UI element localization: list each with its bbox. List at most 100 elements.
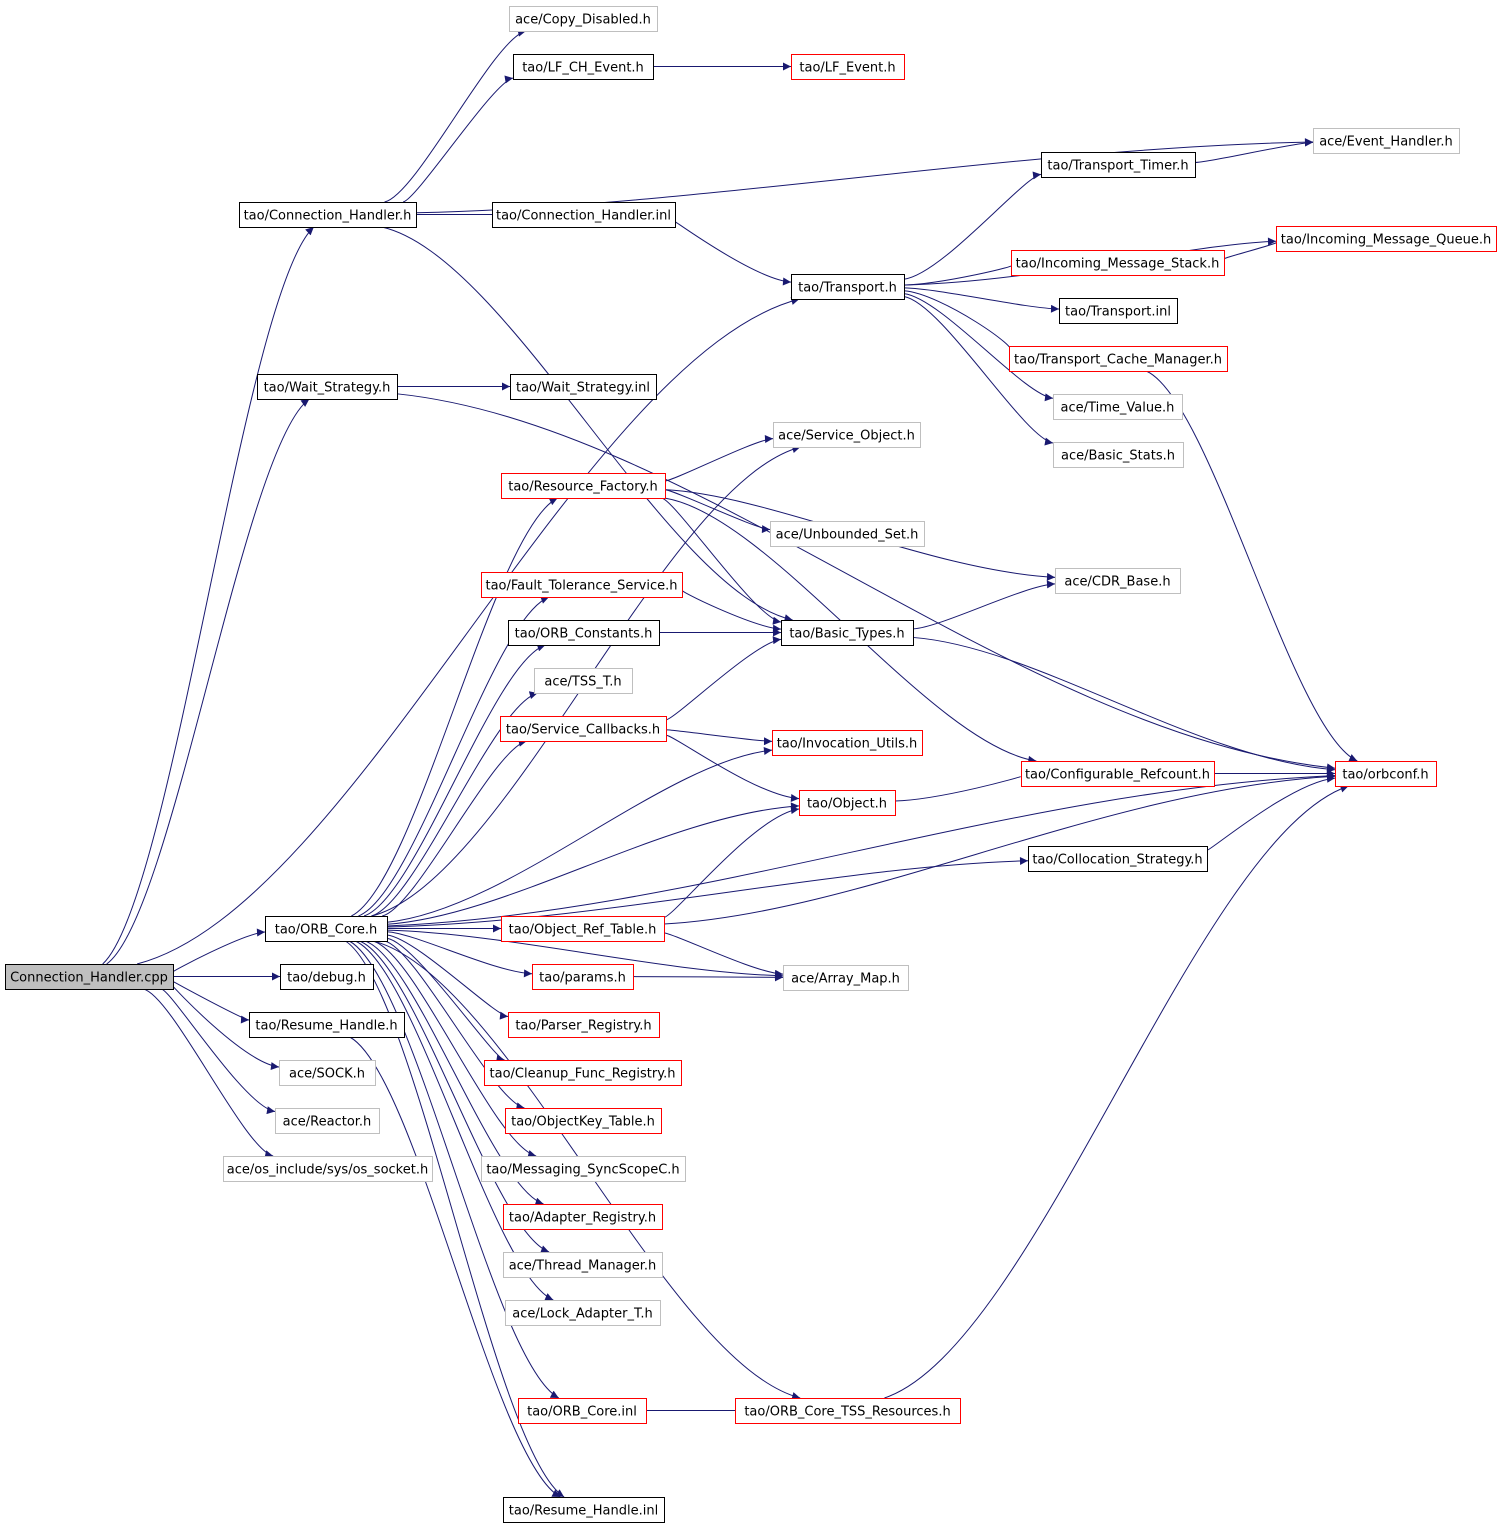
node-conn-handler-inl[interactable]: tao/Connection_Handler.inl <box>492 202 676 228</box>
node-label: tao/Invocation_Utils.h <box>777 737 918 752</box>
edge-orb_core_h-to-orbconf <box>386 771 1336 927</box>
node-resource-factory[interactable]: tao/Resource_Factory.h <box>501 473 666 499</box>
node-sock-h[interactable]: ace/SOCK.h <box>279 1060 376 1086</box>
node-box <box>1053 394 1183 420</box>
node-params-h[interactable]: tao/params.h <box>532 964 634 990</box>
node-basic-types[interactable]: tao/Basic_Types.h <box>781 620 914 646</box>
node-wait-strategy-h[interactable]: tao/Wait_Strategy.h <box>257 374 398 400</box>
node-label: tao/Connection_Handler.inl <box>496 209 671 224</box>
node-tss-t[interactable]: ace/TSS_T.h <box>534 668 633 694</box>
edge-orb_core_h-to-cleanup_func <box>386 937 505 1063</box>
node-label: ace/SOCK.h <box>289 1067 365 1082</box>
node-lock-adapter[interactable]: ace/Lock_Adapter_T.h <box>505 1300 661 1326</box>
node-cdr-base[interactable]: ace/CDR_Base.h <box>1055 568 1181 594</box>
node-box <box>1313 128 1460 154</box>
node-resume-handle-inl[interactable]: tao/Resume_Handle.inl <box>503 1497 665 1523</box>
node-box <box>505 1300 661 1326</box>
node-lf-ch-event[interactable]: tao/LF_CH_Event.h <box>513 54 654 80</box>
node-conn-handler-h[interactable]: tao/Connection_Handler.h <box>239 202 417 228</box>
node-label: tao/ORB_Core_TSS_Resources.h <box>744 1405 950 1420</box>
node-invocation-utils[interactable]: tao/Invocation_Utils.h <box>772 730 923 756</box>
node-object-h[interactable]: tao/Object.h <box>799 790 896 816</box>
node-label: tao/debug.h <box>287 971 366 986</box>
node-fault-tolerance[interactable]: tao/Fault_Tolerance_Service.h <box>481 572 683 598</box>
node-transport-inl[interactable]: tao/Transport.inl <box>1059 298 1178 324</box>
node-adapter-registry[interactable]: tao/Adapter_Registry.h <box>503 1204 663 1230</box>
node-label: tao/LF_CH_Event.h <box>522 61 644 76</box>
node-configurable-refcount[interactable]: tao/Configurable_Refcount.h <box>1021 761 1215 787</box>
node-orb-constants[interactable]: tao/ORB_Constants.h <box>508 620 660 646</box>
node-array-map[interactable]: ace/Array_Map.h <box>783 965 909 991</box>
node-box <box>773 422 921 448</box>
edge-transport_h-to-basic_stats <box>903 296 1054 446</box>
node-lf-event[interactable]: tao/LF_Event.h <box>791 54 905 80</box>
node-box <box>1041 152 1196 178</box>
node-box <box>275 1108 380 1134</box>
edge-transport_h-to-time_value <box>903 293 1054 402</box>
node-label: tao/ORB_Core.inl <box>527 1405 637 1420</box>
edge-transport_h-to-transport_inl <box>903 287 1060 313</box>
node-copy-disabled[interactable]: ace/Copy_Disabled.h <box>509 6 658 32</box>
node-time-value[interactable]: ace/Time_Value.h <box>1053 394 1183 420</box>
node-messaging-syncscope[interactable]: tao/Messaging_SyncScopeC.h <box>481 1156 686 1182</box>
node-label: tao/ObjectKey_Table.h <box>511 1115 655 1130</box>
node-orb-core-tss[interactable]: tao/ORB_Core_TSS_Resources.h <box>735 1398 961 1424</box>
node-orb-core-inl[interactable]: tao/ORB_Core.inl <box>518 1398 647 1424</box>
node-resume-handle-h[interactable]: tao/Resume_Handle.h <box>249 1012 405 1038</box>
node-box <box>1009 346 1228 372</box>
node-label: ace/Event_Handler.h <box>1319 135 1453 150</box>
node-box <box>532 964 634 990</box>
node-cleanup-func[interactable]: tao/Cleanup_Func_Registry.h <box>484 1060 682 1086</box>
node-reactor-h[interactable]: ace/Reactor.h <box>275 1108 380 1134</box>
node-service-callbacks[interactable]: tao/Service_Callbacks.h <box>500 716 667 742</box>
node-box <box>791 274 905 300</box>
node-objectkey-table[interactable]: tao/ObjectKey_Table.h <box>505 1108 662 1134</box>
edge-orb_core_h-to-resume_handle_inl <box>345 940 565 1498</box>
node-transport-cache[interactable]: tao/Transport_Cache_Manager.h <box>1009 346 1228 372</box>
node-label: tao/Collocation_Strategy.h <box>1032 853 1202 868</box>
node-box <box>265 916 388 942</box>
node-incoming-stack[interactable]: tao/Incoming_Message_Stack.h <box>1011 250 1225 276</box>
node-transport-timer[interactable]: tao/Transport_Timer.h <box>1041 152 1196 178</box>
node-event-handler[interactable]: ace/Event_Handler.h <box>1313 128 1460 154</box>
node-debug-h[interactable]: tao/debug.h <box>280 964 374 990</box>
node-unbounded-set[interactable]: ace/Unbounded_Set.h <box>770 521 925 547</box>
node-box <box>484 1060 682 1086</box>
edge-orb_core_h-to-resource_factory <box>351 497 558 917</box>
node-box <box>1059 298 1178 324</box>
node-root[interactable]: Connection_Handler.cpp <box>5 964 174 990</box>
node-label: tao/Fault_Tolerance_Service.h <box>485 579 677 594</box>
node-incoming-queue[interactable]: tao/Incoming_Message_Queue.h <box>1276 226 1497 252</box>
node-box <box>239 202 417 228</box>
edge-resume_handle_h-to-resume_handle_inl <box>349 1036 561 1498</box>
node-box <box>1053 442 1184 468</box>
node-label: ace/Lock_Adapter_T.h <box>512 1307 652 1322</box>
edge-object_ref_table-to-object_h <box>663 806 800 918</box>
edge-service_callbacks-to-object_h <box>665 734 800 802</box>
node-service-object[interactable]: ace/Service_Object.h <box>773 422 921 448</box>
node-object-ref-table[interactable]: tao/Object_Ref_Table.h <box>501 916 665 942</box>
node-orb-core-h[interactable]: tao/ORB_Core.h <box>265 916 388 942</box>
edge-root-to-transport_h <box>136 297 800 965</box>
node-box <box>509 6 658 32</box>
node-orbconf[interactable]: tao/orbconf.h <box>1335 761 1437 787</box>
node-label: tao/Parser_Registry.h <box>515 1019 651 1034</box>
node-box <box>503 1497 665 1523</box>
edge-params_h-to-array_map <box>632 973 784 982</box>
node-box <box>505 1108 662 1134</box>
node-label: ace/CDR_Base.h <box>1064 575 1170 590</box>
node-wait-strategy-inl[interactable]: tao/Wait_Strategy.inl <box>510 374 657 400</box>
node-basic-stats[interactable]: ace/Basic_Stats.h <box>1053 442 1184 468</box>
node-parser-registry[interactable]: tao/Parser_Registry.h <box>508 1012 660 1038</box>
node-label: tao/Object.h <box>807 797 887 812</box>
node-transport-h[interactable]: tao/Transport.h <box>791 274 905 300</box>
node-thread-manager[interactable]: ace/Thread_Manager.h <box>503 1252 663 1278</box>
edge-orb_core_h-to-messaging_syncscope <box>372 940 537 1158</box>
node-label: ace/Thread_Manager.h <box>509 1259 657 1274</box>
node-box <box>257 374 398 400</box>
node-os-socket[interactable]: ace/os_include/sys/os_socket.h <box>223 1156 433 1182</box>
node-label: tao/Transport_Cache_Manager.h <box>1014 353 1222 368</box>
node-collocation-strategy[interactable]: tao/Collocation_Strategy.h <box>1028 846 1208 872</box>
edge-resource_factory-to-unbounded_set <box>664 489 771 534</box>
